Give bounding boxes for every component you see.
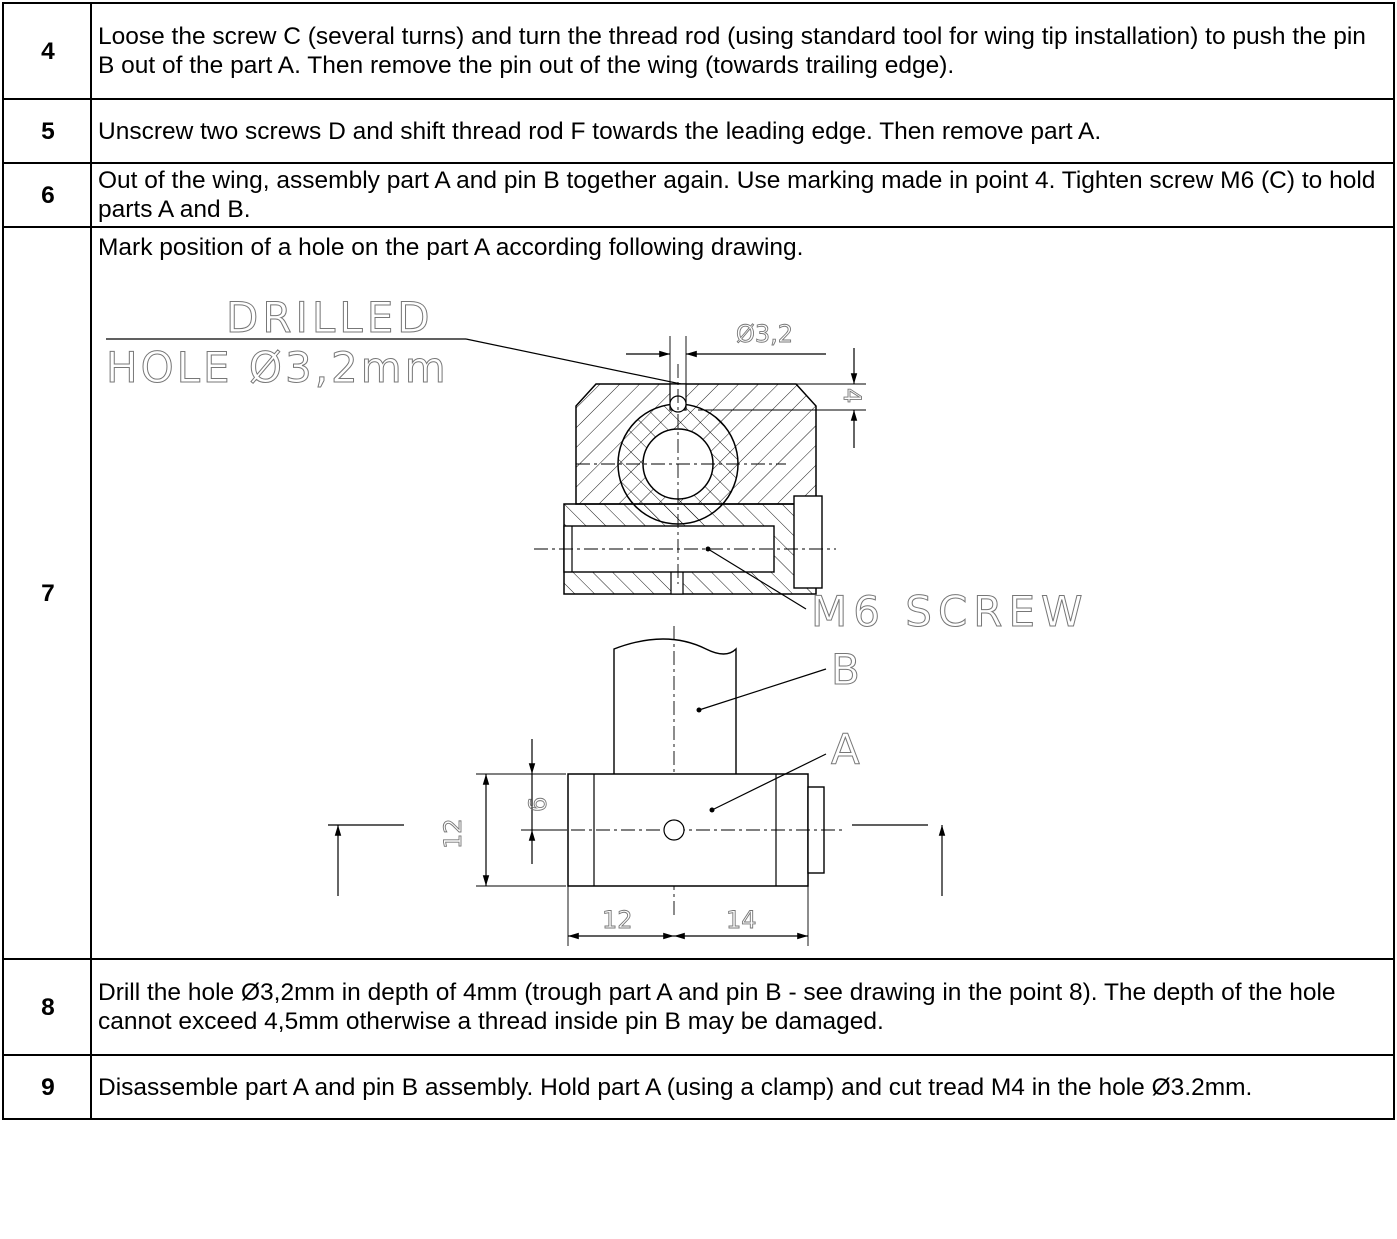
step-text: Drill the hole Ø3,2mm in depth of 4mm (t… xyxy=(90,958,1395,1056)
step-text: Out of the wing, assembly part A and pin… xyxy=(90,162,1395,228)
step-number: 6 xyxy=(2,162,92,228)
dim-right: 14 xyxy=(726,906,757,934)
technical-drawing: DRILLED HOLE Ø3,2mm xyxy=(106,292,1089,946)
step-number: 7 xyxy=(2,226,92,960)
front-view: B A 12 xyxy=(328,625,946,946)
step-row: 8 Drill the hole Ø3,2mm in depth of 4mm … xyxy=(2,958,1395,1056)
step-number: 8 xyxy=(2,958,92,1056)
step-text: Mark position of a hole on the part A ac… xyxy=(98,233,804,261)
step-row: 4 Loose the screw C (several turns) and … xyxy=(2,2,1395,100)
label-a: A xyxy=(831,725,860,774)
label-b: B xyxy=(831,645,860,694)
step-number: 9 xyxy=(2,1054,92,1120)
step-row: 5 Unscrew two screws D and shift thread … xyxy=(2,98,1395,164)
step-row: 9 Disassemble part A and pin B assembly.… xyxy=(2,1054,1395,1120)
drilled-hole-label: DRILLED HOLE Ø3,2mm xyxy=(106,292,682,392)
label-screw: M6 SCREW xyxy=(811,587,1089,636)
step-row: 7 Mark position of a hole on the part A … xyxy=(2,226,1395,960)
dim-height-half: 6 xyxy=(524,796,552,811)
step-text-with-drawing: Mark position of a hole on the part A ac… xyxy=(90,226,1395,960)
dim-height-total: 12 xyxy=(439,818,467,849)
step-row: 6 Out of the wing, assembly part A and p… xyxy=(2,162,1395,228)
step-text: Unscrew two screws D and shift thread ro… xyxy=(90,98,1395,164)
label-drilled: DRILLED xyxy=(226,293,434,342)
dim-depth: 4 xyxy=(838,388,866,403)
step-text: Disassemble part A and pin B assembly. H… xyxy=(90,1054,1395,1120)
dim-diameter: Ø3,2 xyxy=(736,320,793,348)
label-hole: HOLE Ø3,2mm xyxy=(106,343,449,392)
dim-left: 12 xyxy=(602,906,633,934)
procedure-table: 4 Loose the screw C (several turns) and … xyxy=(2,2,1395,1120)
step-number: 5 xyxy=(2,98,92,164)
section-view: Ø3,2 4 M6 SCREW xyxy=(534,319,1089,636)
step-text: Loose the screw C (several turns) and tu… xyxy=(90,2,1395,100)
step-number: 4 xyxy=(2,2,92,100)
